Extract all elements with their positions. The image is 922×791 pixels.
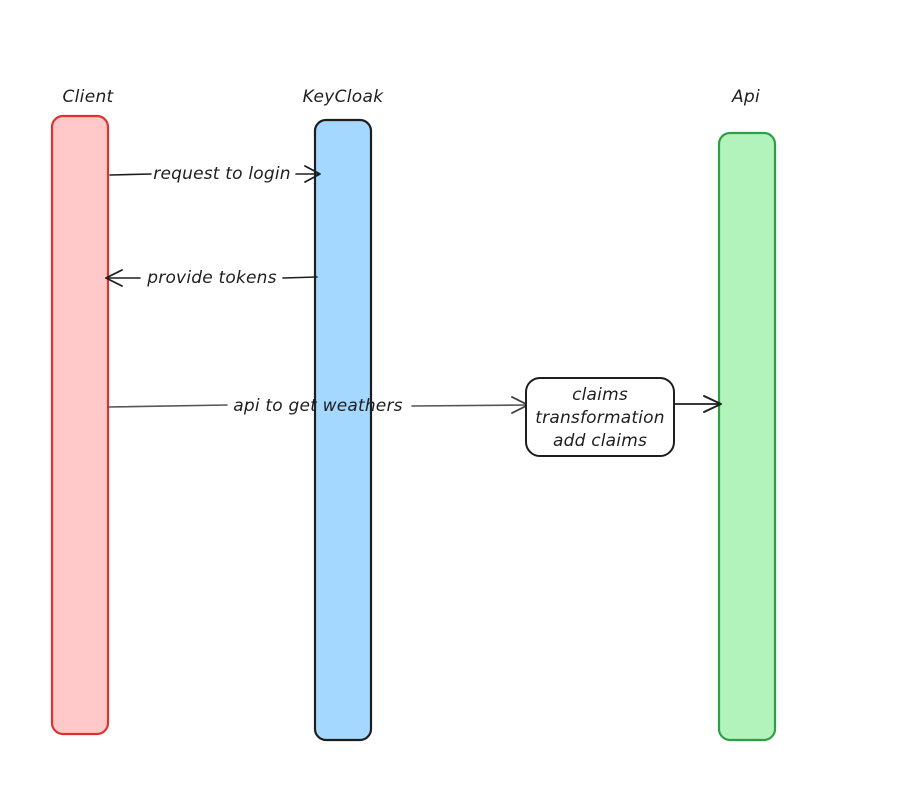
participant-label-keycloak: KeyCloak [303,87,385,107]
lifeline-bar-api[interactable] [717,131,777,742]
message-api-to-get-weathers[interactable]: api to get weathers [107,396,529,416]
participant-client[interactable]: Client [50,87,115,736]
message-provide-tokens[interactable]: provide tokens [105,268,318,288]
lifeline-bar-keycloak[interactable] [313,118,373,742]
arrowhead-right-request-to-login [304,165,321,183]
message-request-to-login[interactable]: request to login [109,164,321,184]
arrowhead-right-note-to-api [703,395,722,413]
message-label-request-to-login: request to login [153,164,290,184]
arrowhead-left-provide-tokens [105,269,123,287]
participant-label-api: Api [731,87,760,107]
message-line-request-to-login [109,173,152,176]
note-line-1: claims [572,385,628,405]
note-claims-transformation[interactable]: claims transformation add claims [525,377,675,457]
note-line-2: transformation [535,408,664,428]
participant-api[interactable]: Api [717,87,777,742]
message-label-api-to-get-weathers: api to get weathers [233,396,402,416]
lifeline-bar-client[interactable] [50,114,110,736]
message-line-provide-tokens-right [282,276,318,279]
message-line-api-to-get-weathers-right [411,404,528,407]
note-box[interactable] [525,377,675,457]
message-note-to-api[interactable] [673,395,722,413]
message-line-api-to-get-weathers-left [107,404,228,408]
note-line-3: add claims [553,431,647,451]
participant-label-client: Client [62,87,114,107]
participant-keycloak[interactable]: KeyCloak [303,87,385,742]
message-label-provide-tokens: provide tokens [146,268,276,288]
